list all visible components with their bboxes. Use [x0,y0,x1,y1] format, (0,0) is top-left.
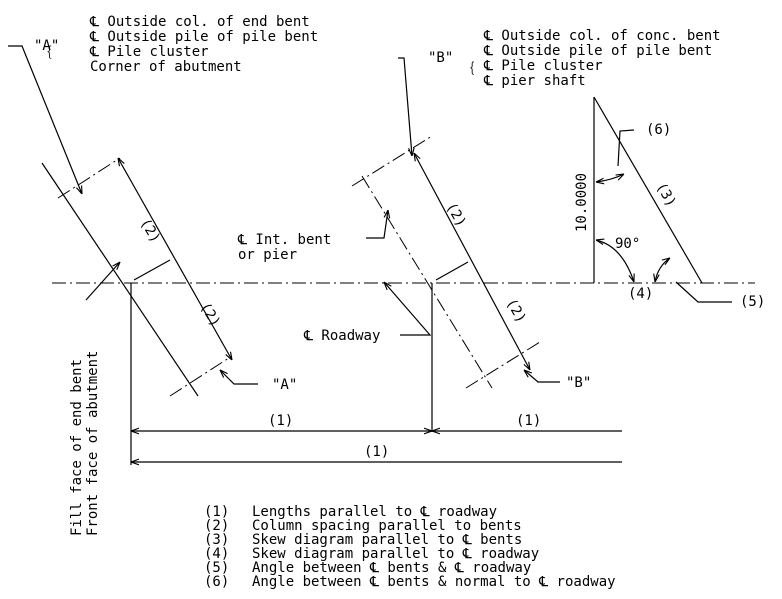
callout-b-line-4: ℄ pier shaft [483,73,586,89]
dim-1-label-left: (1) [268,413,293,429]
legend-text-3: Skew diagram parallel to ℄ bents [252,532,522,548]
column-spacing-dim-b [414,153,530,370]
callout-b-brace: { [469,59,475,75]
legend-num-4: (4) [204,546,229,562]
angle-6-leader [617,129,635,167]
end-bent-face-line [41,162,199,397]
dim-2-label-b-lower: (2) [503,296,530,326]
callout-b-line-2: ℄ Outside pile of pile bent [483,43,712,59]
int-bent-centerline [361,175,493,389]
dim-2-label-a-upper: (2) [137,216,164,246]
column-spacing-dim-a [118,158,232,360]
legend-num-2: (2) [204,518,229,534]
roadway-leader [384,282,432,336]
callout-a-leader [8,45,82,194]
callout-b-line-1: ℄ Outside col. of conc. bent [483,28,721,44]
end-bent-col-centerline-bottom [169,355,233,397]
callout-a-line-2: ℄ Outside pile of pile bent [89,29,318,45]
angle-6-arc [596,174,624,182]
dim-1-label-overall: (1) [364,444,389,460]
dim-4-label: (4) [628,286,653,302]
ref-b-leader [524,370,560,383]
ref-a-label: "A" [272,377,297,393]
callout-a-line-4: Corner of abutment [90,59,242,75]
legend-text-5: Angle between ℄ bents & ℄ roadway [252,560,531,576]
front-face-label: Front face of abutment [85,351,101,536]
dim-1-label-right: (1) [516,413,541,429]
legend-text-4: Skew diagram parallel to ℄ roadway [252,546,539,562]
angle-5-label: (5) [740,294,765,310]
callout-a-tag: "A" [34,38,59,54]
int-bent-col-centerline-bottom [465,341,541,389]
int-bent-leader [366,210,388,239]
legend-text-2: Column spacing parallel to bents [252,518,522,534]
int-bent-col-centerline-top [351,135,433,187]
ref-a-leader [220,370,258,385]
legend-num-1: (1) [204,504,229,520]
angle-90-label: 90° [615,236,640,252]
fill-face-label: Fill face of end bent [69,359,85,536]
legend-num-3: (3) [204,532,229,548]
legend-num-6: (6) [204,574,229,590]
callout-b-leader [398,57,412,156]
int-bent-offset-line [435,261,469,281]
angle-6-label: (6) [646,122,671,138]
legend: (1) Lengths parallel to ℄ roadway (2) Co… [204,504,616,590]
callout-a-line-3: ℄ Pile cluster [89,44,209,60]
int-bent-label-1: ℄ Int. bent [237,232,331,248]
legend-text-6: Angle between ℄ bents & normal to ℄ road… [252,574,616,590]
angle-90-arc [596,240,634,282]
callout-a-brace: { [46,43,52,59]
fill-face-leader [85,262,120,301]
callout-b-tag: "B" [428,50,453,66]
end-bent-col-centerline-top [57,157,121,199]
angle-5-arc [655,258,670,282]
callout-a-line-1: ℄ Outside col. of end bent [89,14,310,30]
int-bent-label-2: or pier [238,247,297,263]
end-bent-offset-line [133,259,171,281]
legend-num-5: (5) [204,560,229,576]
angle-5-leader [675,281,732,303]
legend-text-1: Lengths parallel to ℄ roadway [252,504,497,520]
skew-height-label: 10.0000 [574,173,590,232]
skew-hypotenuse [593,96,703,284]
ref-b-label: "B" [566,375,591,391]
callout-b-line-3: ℄ Pile cluster [483,58,603,74]
roadway-label: ℄ Roadway [303,328,380,344]
